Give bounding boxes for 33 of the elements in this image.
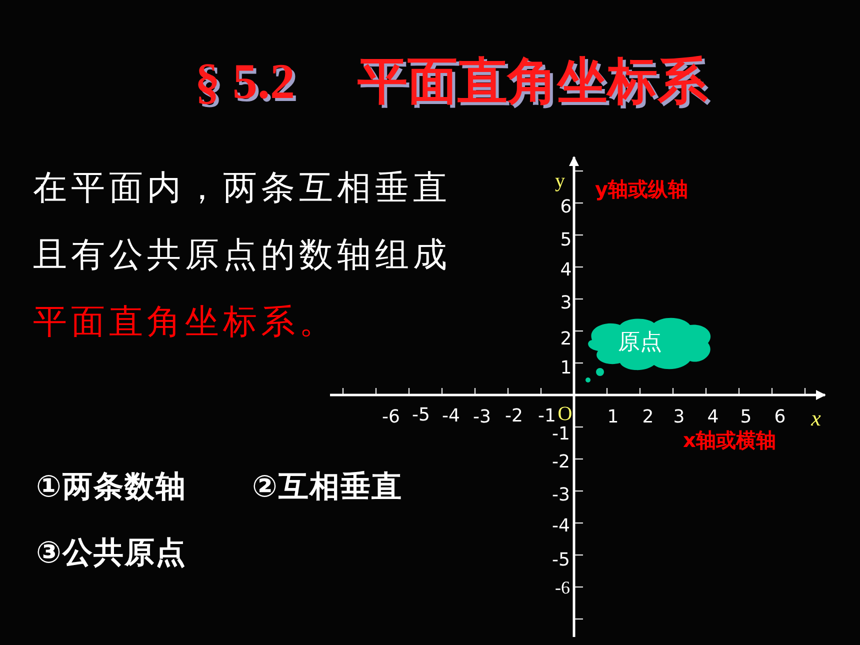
tick-label: -3: [552, 484, 570, 508]
tick-label: 2: [642, 406, 654, 430]
key-point: ③公共原点: [36, 534, 186, 572]
key-point: ②互相垂直: [252, 468, 402, 506]
title: § 5.2 平面直角坐标系: [195, 52, 708, 111]
tick-label: -2: [552, 450, 570, 474]
tick-label: 3: [673, 406, 685, 430]
axis-letter: y: [555, 169, 565, 194]
tick-label: 6: [560, 196, 572, 220]
tick-label: -2: [505, 404, 523, 428]
tick-label: -3: [473, 406, 491, 430]
cloud-label: 原点: [618, 330, 662, 356]
tick-label: 4: [707, 406, 719, 430]
axis-letter: x: [811, 404, 821, 432]
tick-label: 1: [607, 406, 619, 430]
tick-label: -4: [442, 404, 460, 428]
text-line: 在平面内，两条互相垂直且有公共原点的数轴组成: [33, 167, 452, 277]
tick-label: -6: [555, 576, 570, 600]
tick-label: -5: [412, 404, 430, 428]
axis-name: y轴或纵轴: [595, 176, 688, 203]
tick-label: 5: [560, 228, 572, 252]
tick-label: 6: [774, 406, 786, 430]
key-point: ①两条数轴: [36, 468, 186, 506]
tick-label: -5: [552, 548, 570, 572]
tick-label: -6: [382, 406, 400, 430]
axis-name: x轴或横轴: [683, 427, 776, 454]
tick-label: 1: [560, 356, 572, 380]
tick-label: -4: [552, 514, 570, 538]
tick-label: 2: [560, 328, 572, 352]
tick-label: 4: [560, 258, 572, 282]
tick-label: 5: [740, 406, 752, 430]
highlighted-text: 平面直角坐标系。: [33, 301, 338, 344]
tick-label: 3: [560, 292, 572, 316]
